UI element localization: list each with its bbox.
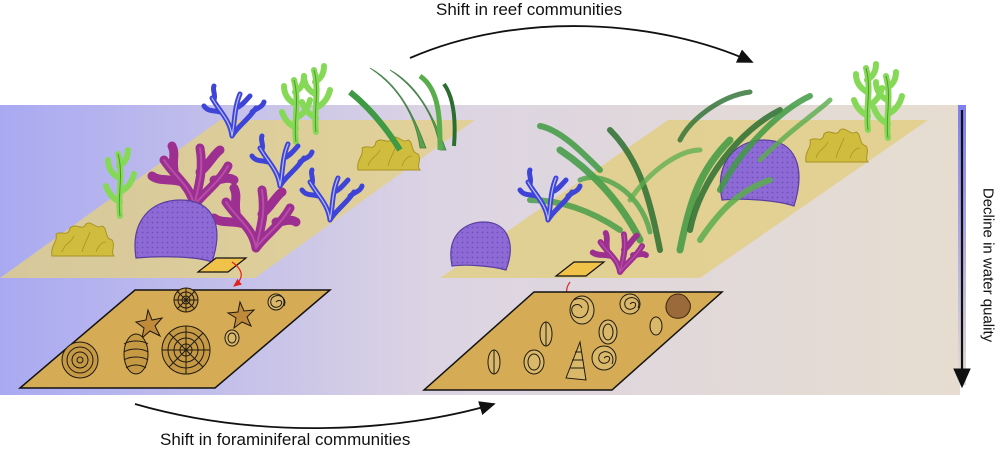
lens-foram-icon [539,321,553,347]
spiral-foram-icon [619,293,641,315]
healthy-reef-panel [0,66,475,389]
seagrass-icon [348,67,457,152]
spiral-foram-icon [569,295,595,325]
massive-coral-icon [134,199,218,263]
disc-foram-icon [173,287,199,313]
foram-shift-label: Shift in foraminiferal communities [160,430,411,449]
lens-foram-icon [649,316,663,336]
lens-foram-icon [598,319,618,345]
star-foram-icon [226,300,256,330]
seagrass-icon [527,89,833,254]
water-quality-label-wrap: Decline in water quality [978,150,998,380]
spiral-foram-icon [591,345,617,371]
sample-quadrat [554,261,606,277]
sample-quadrat [196,257,248,273]
reef-shift-arrow [409,25,754,63]
rough-foram-icon [665,293,691,319]
disc-foram-icon [61,341,99,379]
reef-shift-label: Shift in reef communities [436,0,623,19]
conical-foram-icon [565,340,587,381]
lens-foram-icon [523,349,545,375]
massive-coral-icon [450,221,511,271]
foraminifera-group-right [487,293,691,381]
degraded-reef-panel [422,64,928,391]
lens-foram-icon [224,329,240,347]
sample-link-arrow [231,261,242,287]
star-foram-icon [134,308,164,340]
foram-shift-arrow [134,401,496,429]
spiral-foram-icon [267,293,286,311]
lens-foram-icon [487,349,501,375]
disc-foram-icon [161,325,211,375]
ridged-foram-icon [123,333,149,375]
foraminifera-group-left [61,287,286,379]
water-quality-label: Decline in water quality [979,187,997,343]
